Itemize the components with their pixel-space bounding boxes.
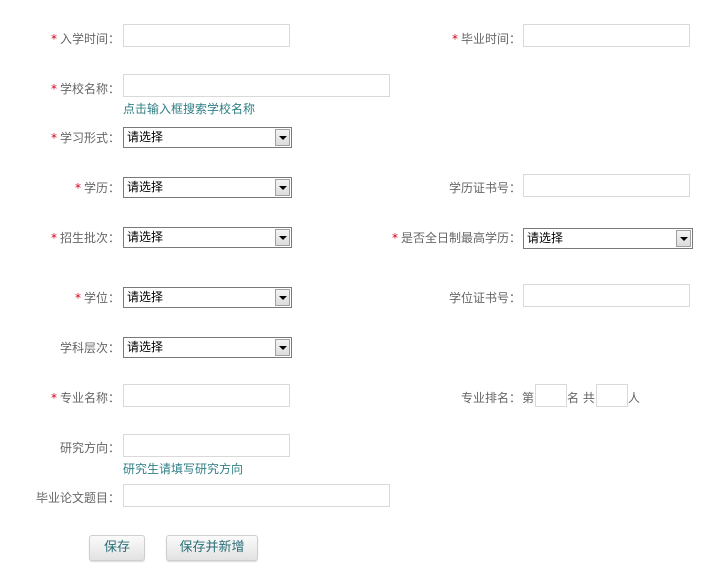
admission-batch-label-text: 招生批次：	[59, 231, 120, 245]
chevron-down-icon[interactable]	[676, 230, 691, 247]
research-direction-input[interactable]	[123, 434, 290, 457]
save-button[interactable]: 保存	[89, 535, 145, 561]
education-cert-input[interactable]	[523, 174, 690, 197]
thesis-title-input[interactable]	[123, 484, 390, 507]
enrollment-time-label-text: 入学时间：	[59, 32, 120, 46]
study-form-selected: 请选择	[127, 130, 164, 144]
major-rank-input[interactable]	[535, 384, 567, 407]
research-direction-hint: 研究生请填写研究方向	[123, 462, 244, 476]
chevron-down-icon[interactable]	[275, 129, 290, 146]
enrollment-time-label: *入学时间：	[51, 31, 120, 47]
major-name-label: *专业名称：	[51, 390, 120, 406]
required-mark: *	[50, 131, 57, 145]
required-mark: *	[391, 231, 398, 245]
enrollment-time-input[interactable]	[123, 24, 290, 47]
save-and-new-button[interactable]: 保存并新增	[166, 535, 258, 561]
discipline-level-selected: 请选择	[127, 340, 164, 354]
required-mark: *	[451, 32, 458, 46]
admission-batch-selected: 请选择	[127, 230, 164, 244]
major-rank-label: 专业排名：	[460, 391, 521, 405]
school-name-label-text: 学校名称：	[59, 82, 120, 96]
study-form-label: *学习形式：	[51, 130, 120, 146]
chevron-down-icon[interactable]	[275, 339, 290, 356]
degree-label-text: 学位：	[83, 291, 120, 305]
graduation-time-input[interactable]	[523, 24, 690, 47]
discipline-level-select[interactable]: 请选择	[123, 337, 292, 358]
degree-selected: 请选择	[127, 290, 164, 304]
required-mark: *	[74, 291, 81, 305]
school-name-hint: 点击输入框搜索学校名称	[123, 102, 256, 116]
required-mark: *	[50, 82, 57, 96]
thesis-title-label: 毕业论文题目：	[35, 491, 120, 505]
education-label: *学历：	[75, 180, 120, 196]
major-name-label-text: 专业名称：	[59, 391, 120, 405]
education-select[interactable]: 请选择	[123, 177, 292, 198]
required-mark: *	[50, 391, 57, 405]
major-name-input[interactable]	[123, 384, 290, 407]
fulltime-highest-label-text: 是否全日制最高学历：	[400, 231, 521, 245]
graduation-time-label-text: 毕业时间：	[460, 32, 521, 46]
education-cert-label: 学历证书号：	[448, 181, 521, 195]
major-rank-prefix: 第	[522, 391, 535, 405]
chevron-down-icon[interactable]	[275, 289, 290, 306]
chevron-down-icon[interactable]	[275, 179, 290, 196]
required-mark: *	[50, 32, 57, 46]
degree-cert-input[interactable]	[523, 284, 690, 307]
admission-batch-label: *招生批次：	[51, 230, 120, 246]
required-mark: *	[74, 181, 81, 195]
required-mark: *	[50, 231, 57, 245]
major-rank-suffix: 人	[628, 391, 641, 405]
fulltime-highest-label: *是否全日制最高学历：	[392, 230, 521, 246]
admission-batch-select[interactable]: 请选择	[123, 227, 292, 248]
chevron-down-icon[interactable]	[275, 229, 290, 246]
education-selected: 请选择	[127, 180, 164, 194]
study-form-select[interactable]: 请选择	[123, 127, 292, 148]
major-total-input[interactable]	[596, 384, 628, 407]
fulltime-highest-selected: 请选择	[527, 231, 564, 245]
degree-cert-label: 学位证书号：	[448, 291, 521, 305]
school-name-input[interactable]	[123, 74, 390, 97]
fulltime-highest-select[interactable]: 请选择	[523, 228, 693, 249]
research-direction-label: 研究方向：	[59, 441, 120, 455]
major-rank-middle: 名 共	[567, 391, 595, 405]
education-label-text: 学历：	[83, 181, 120, 195]
degree-select[interactable]: 请选择	[123, 287, 292, 308]
school-name-label: *学校名称：	[51, 81, 120, 97]
graduation-time-label: *毕业时间：	[452, 31, 521, 47]
study-form-label-text: 学习形式：	[59, 131, 120, 145]
discipline-level-label: 学科层次：	[59, 341, 120, 355]
degree-label: *学位：	[75, 290, 120, 306]
